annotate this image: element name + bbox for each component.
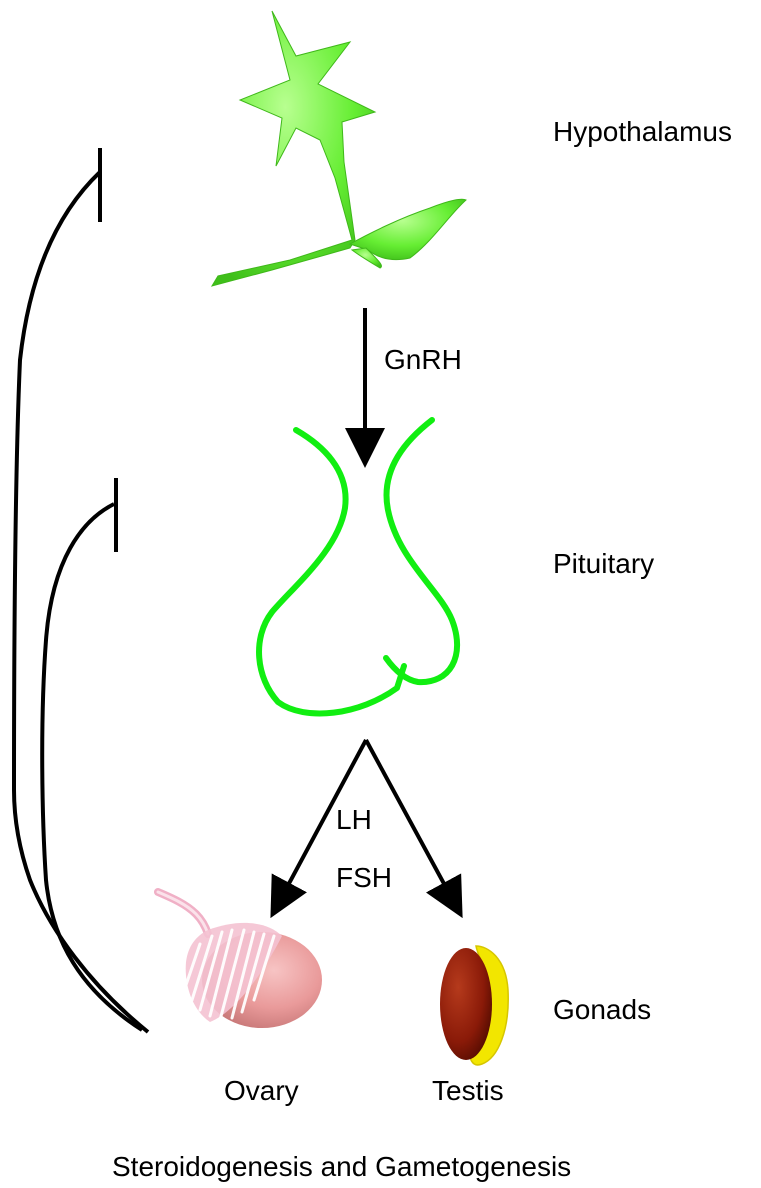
lh-label: LH [336,804,372,835]
gnrh-label: GnRH [384,344,462,375]
fsh-label: FSH [336,862,392,893]
testis-icon [440,946,508,1065]
pituitary-icon [259,420,457,713]
negative-feedback-to-pituitary [42,478,142,1030]
ovary-label: Ovary [224,1075,299,1106]
hypothalamus-label: Hypothalamus [553,116,732,147]
testis-label: Testis [432,1075,504,1106]
negative-feedback-to-hypothalamus [14,148,148,1032]
caption: Steroidogenesis and Gametogenesis [112,1151,571,1182]
gonads-label: Gonads [553,994,651,1025]
pituitary-label: Pituitary [553,548,654,579]
ovary-icon [158,892,322,1028]
hypothalamus-neuron-icon [212,11,466,286]
